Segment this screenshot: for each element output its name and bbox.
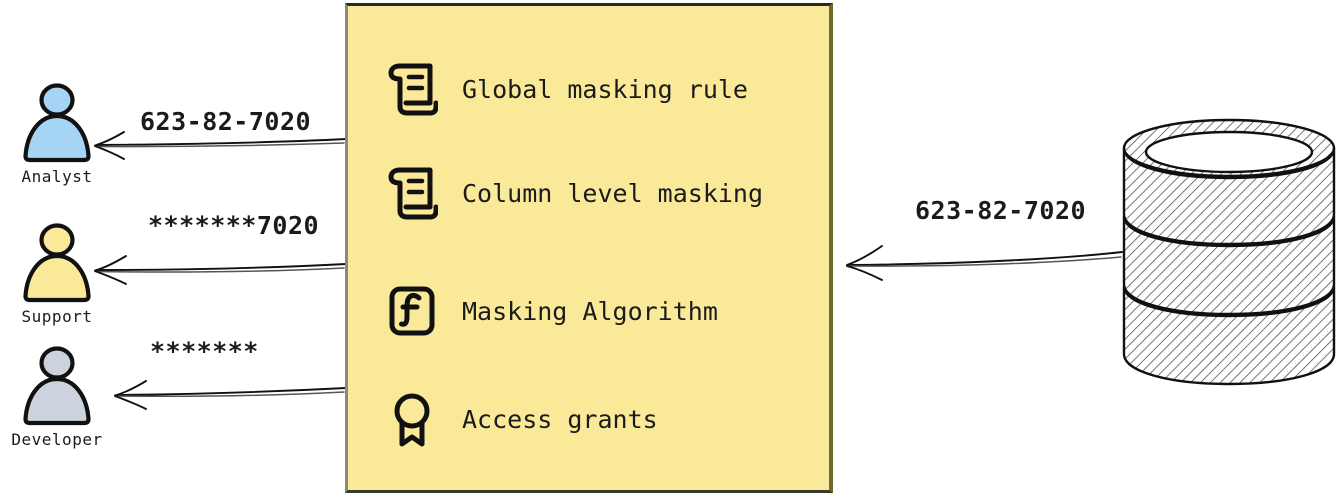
award-badge-icon — [394, 393, 430, 447]
panel-item-label: Access grants — [462, 404, 658, 434]
panel-item-global-masking-rule[interactable]: Global masking rule — [386, 58, 748, 120]
arrow-database-to-panel — [846, 245, 1123, 281]
actor-support[interactable]: Support — [2, 222, 112, 326]
actor-developer[interactable]: Developer — [2, 345, 112, 449]
panel-item-label: Column level masking — [462, 178, 764, 208]
panel-item-access-grants[interactable]: Access grants — [386, 388, 658, 450]
panel-item-label: Masking Algorithm — [462, 296, 718, 326]
actor-analyst[interactable]: Analyst — [2, 82, 112, 186]
panel-item-label: Global masking rule — [462, 74, 748, 104]
person-icon — [23, 223, 91, 303]
panel-item-column-level-masking[interactable]: Column level masking — [386, 162, 763, 224]
flow-label-analyst: 623-82-7020 — [140, 107, 312, 136]
scroll-icon — [388, 167, 438, 220]
flow-label-database: 623-82-7020 — [915, 196, 1087, 225]
arrow-to-support — [94, 255, 347, 285]
actor-label-support: Support — [21, 307, 93, 326]
arrow-to-analyst — [94, 131, 347, 160]
function-icon — [389, 286, 435, 336]
arrow-to-developer — [114, 380, 347, 410]
masking-rules-panel: Global masking rule Column level masking… — [345, 3, 833, 493]
scroll-icon — [388, 63, 438, 116]
flow-label-support: *******7020 — [148, 211, 320, 240]
database-cylinder-icon — [1122, 118, 1336, 386]
panel-item-masking-algorithm[interactable]: Masking Algorithm — [386, 280, 718, 342]
person-icon — [23, 83, 91, 163]
actor-label-developer: Developer — [11, 430, 103, 449]
person-icon — [23, 346, 91, 426]
flow-label-developer: ******* — [150, 337, 259, 366]
actor-label-analyst: Analyst — [21, 167, 93, 186]
